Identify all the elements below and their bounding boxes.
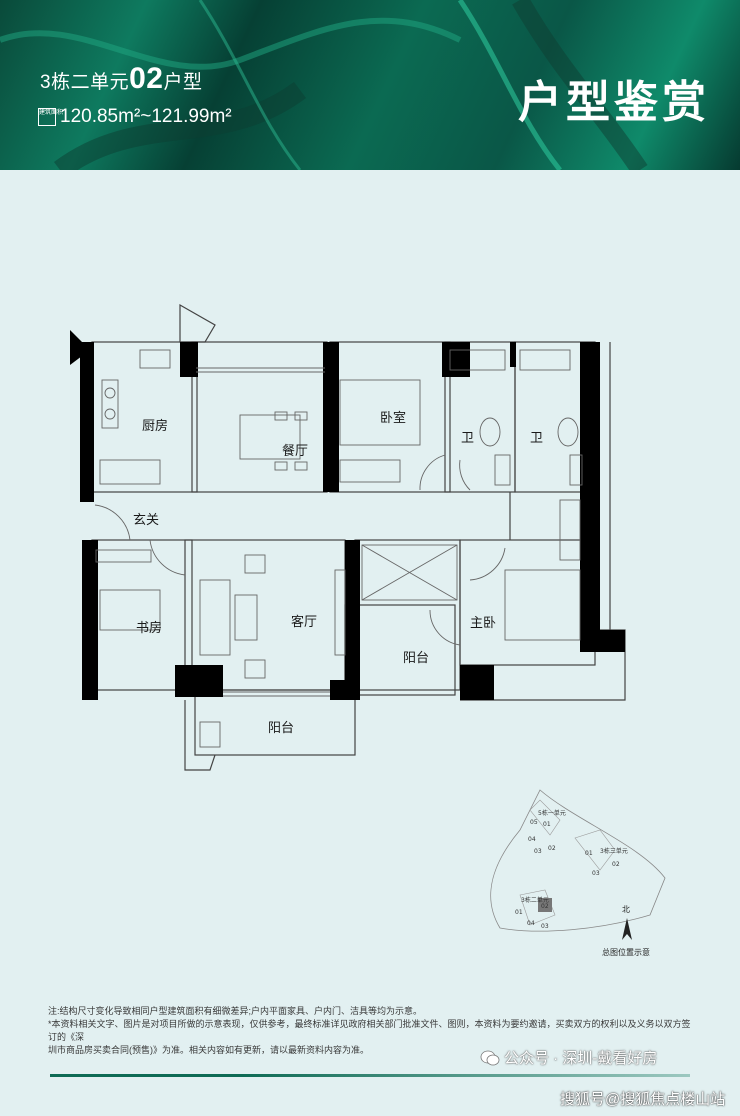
note-line-2: *本资料相关文字、图片是对项目所做的示意表现，仅供参考，最终标准详见政府相关部门… — [48, 1019, 691, 1042]
site-unit: 01 — [585, 850, 593, 857]
room-kitchen: 厨房 — [142, 418, 168, 434]
site-building-2: 3栋三单元 — [600, 847, 628, 855]
area-value: 120.85m²~121.99m² — [60, 106, 232, 127]
thin-walls — [82, 303, 626, 771]
room-master: 主卧 — [470, 616, 496, 631]
watermark-wechat-text: 公众号 · 深圳-戴看好房 — [504, 1050, 658, 1067]
north-label: 北 — [622, 905, 630, 914]
site-unit: 02 — [548, 845, 556, 852]
page-title: 户型鉴赏 — [518, 78, 710, 127]
room-foyer: 玄关 — [133, 513, 159, 528]
unit-number: 02 — [129, 62, 164, 95]
note-line-1: 注:结构尺寸变化导致相同户型建筑面积有细微差异;户内平面家具、户内门、洁具等均为… — [48, 1006, 423, 1016]
unit-title: 3栋二单元02户型 — [40, 62, 202, 96]
heavy-walls — [70, 330, 625, 700]
watermark-wechat: 公众号 · 深圳-戴看好房 — [480, 1047, 657, 1068]
header-banner: 3栋二单元02户型 建筑面积 120.85m²~121.99m² 户型鉴赏 — [0, 0, 740, 170]
unit-suffix: 户型 — [163, 72, 203, 93]
bottom-divider — [50, 1074, 690, 1077]
note-line-3: 圳市商品房买卖合同(预售)》为准。相关内容如有更新，请以最新资料内容为准。 — [48, 1045, 369, 1055]
site-unit: 01 — [515, 909, 523, 916]
site-unit: 02 — [541, 903, 549, 910]
site-unit: 01 — [543, 821, 551, 828]
room-living: 客厅 — [291, 614, 317, 630]
site-unit: 03 — [534, 848, 542, 855]
north-arrow-icon: 北 — [622, 905, 632, 940]
site-unit: 03 — [592, 870, 600, 877]
room-bath-1: 卫 — [461, 431, 474, 446]
site-map: 5栋一单元 05 01 04 03 02 3栋三单元 01 02 03 3栋二单… — [490, 789, 666, 957]
room-bedroom: 卧室 — [380, 410, 406, 426]
site-map-caption: 总图位置示意 — [602, 947, 650, 957]
unit-prefix: 3栋二单元 — [40, 72, 130, 93]
area-icon: 建筑面积 — [38, 108, 63, 126]
floor-plan: 厨房 餐厅 卧室 卫 卫 玄关 书房 客厅 主卧 阳台 阳台 5栋一单元 05 … — [70, 303, 666, 957]
room-balcony-bottom: 阳台 — [268, 721, 294, 736]
site-unit: 04 — [527, 920, 535, 927]
wechat-icon — [480, 1050, 500, 1065]
area-row: 建筑面积 120.85m²~121.99m² — [38, 106, 232, 128]
room-dining: 餐厅 — [282, 443, 308, 459]
room-study: 书房 — [136, 620, 162, 636]
site-unit: 02 — [612, 861, 620, 868]
fixtures — [94, 349, 583, 748]
site-building-1: 5栋一单元 — [538, 809, 566, 817]
disclaimer-notes: 注:结构尺寸变化导致相同户型建筑面积有细微差异;户内平面家具、户内门、洁具等均为… — [48, 1005, 698, 1057]
site-unit: 03 — [541, 923, 549, 930]
silk-background-graphic — [0, 0, 648, 170]
site-unit: 04 — [528, 836, 536, 843]
site-building-3: 3栋二单元 — [521, 896, 549, 904]
room-balcony-mid: 阳台 — [403, 651, 429, 666]
room-bath-2: 卫 — [530, 431, 543, 446]
watermark-sohu: 搜狐号@搜狐焦点楼山站 — [560, 1091, 726, 1108]
site-unit: 05 — [530, 819, 538, 826]
